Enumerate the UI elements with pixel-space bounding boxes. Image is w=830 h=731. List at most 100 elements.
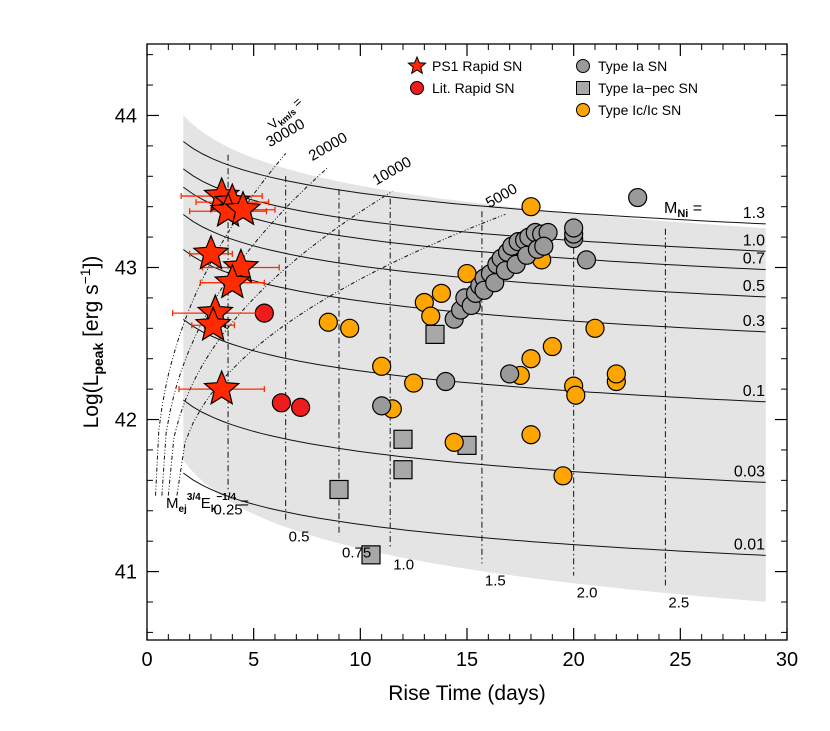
data-points-layer [171,176,648,565]
type-ic-ic-sn-point-9 [444,432,464,452]
mni-curve-2 [183,186,766,271]
velocity-curve-1 [161,166,329,496]
velocity-curve-3 [176,213,506,496]
type-ia-sn-point-24 [534,236,554,256]
mni-curve-label-1: 1.0 [743,232,765,249]
y-tick-label-1: 42 [115,410,137,432]
type-ia-pec-sn-point-4 [329,479,349,500]
ejecta-line-label-0: 0.25 [213,502,242,519]
type-ic-ic-sn-point-18 [566,385,586,405]
velocity-curve-0 [155,153,287,496]
mni-label-eq: = [688,200,702,217]
ejecta-line-label-5: 2.0 [577,585,598,602]
lit-rapid-sn-point-1 [271,393,291,413]
type-ic-ic-sn-point-7 [431,283,451,303]
type-ic-ic-sn-point-16 [553,466,573,486]
legend-marker-type-ic-ic-sn [576,103,590,117]
type-ia-sn-point-29 [628,187,648,208]
ejecta-label: Mej3/4Ek−1/4 = [166,492,249,515]
y-tick-label-3: 44 [115,105,137,127]
y-tick-label-2: 43 [115,258,137,280]
ejecta-label-esup: −1/4 [216,492,236,503]
ps1-rapid-sn-point-9 [202,369,241,405]
type-ia-pec-sn-point-5 [361,545,381,565]
mni-curve-label-3: 0.5 [743,278,765,295]
mni-label: MNi = [664,200,702,220]
shaded-band-layer [183,115,766,602]
legend-marker-type-ia-sn [576,59,590,73]
type-ic-ic-sn-point-12 [521,425,541,445]
ps1-rapid-sn-point-5 [222,247,260,284]
x-tick-label-0: 0 [141,649,152,671]
mni-label-main: M [664,200,677,217]
ejecta-label-m: M [166,495,179,512]
x-tick-label-1: 5 [248,649,259,671]
type-ic-ic-sn-point-19 [585,318,605,338]
mni-curve-label-7: 0.01 [734,536,765,553]
shaded-band [183,115,766,602]
legend-label-type-ia-pec-sn: Type Ia−pec SN [598,80,698,96]
legend-marker-ps1-rapid-sn [407,55,427,75]
ejecta-label-eq: = [236,495,249,512]
mni-curve-label-4: 0.3 [743,313,765,330]
legend-marker-type-ia-pec-sn [576,81,590,95]
ejecta-line-label-1: 0.5 [289,528,310,545]
mni-curve-0 [183,141,766,225]
legend-marker-lit-rapid-sn [410,81,424,95]
type-ia-sn-point-30 [500,364,520,384]
type-ia-sn-point-31 [436,371,456,392]
ejecta-line-label-4: 1.5 [485,573,506,590]
ps1-rapid-sn-point-6 [213,263,252,299]
type-ia-sn-point-19 [485,273,505,293]
ejecta-line-label-3: 1.0 [393,557,414,574]
mni-label-sub: Ni [677,208,688,220]
axes-layer: 0 5 10 15 20 25 30 41 42 43 44 [115,43,798,671]
x-axis-label: Rise Time (days) [388,682,546,705]
ejecta-line-label-6: 2.5 [668,594,689,611]
ejecta-label-msup: 3/4 [187,492,201,503]
velocity-curve-2 [167,191,393,496]
velocity-curves-layer [155,153,506,496]
mni-curve-label-6: 0.03 [734,463,765,480]
y-tick-label-0: 41 [115,562,137,584]
x-tick-label-5: 25 [669,649,691,671]
x-tick-label-6: 30 [776,649,798,671]
mni-curve-1 [183,168,766,252]
y-axis-label-main: Log(L [80,375,103,429]
mni-curve-label-5: 0.1 [743,383,765,400]
x-tick-label-2: 10 [349,649,371,671]
type-ic-ic-sn-point-13 [521,197,541,217]
y-axis-label-unit: [erg s [80,284,103,342]
type-ic-ic-sn-point-0 [318,312,338,332]
type-ia-sn-point-27 [564,218,584,238]
legend-label-type-ic-ic-sn: Type Ic/Ic SN [598,102,681,118]
ejecta-label-msub: ej [179,504,188,515]
type-ic-ic-sn-point-6 [421,306,441,326]
legend-label-ps1-rapid-sn: PS1 Rapid SN [432,58,522,74]
type-ia-pec-sn-point-1 [393,429,413,449]
type-ic-ic-sn-point-21 [606,364,626,384]
y-axis-label: Log(Lpeak [erg s−1]) [77,256,106,429]
ps1-rapid-sn-point-4 [192,234,230,270]
x-tick-label-3: 15 [456,649,478,671]
mni-curve-5 [183,318,766,403]
mni-curve-6 [183,399,766,483]
lit-rapid-sn-point-2 [291,397,311,417]
ejecta-label-e: E [201,495,211,512]
y-axis-label-sub: peak [90,343,106,375]
type-ic-ic-sn-point-2 [372,356,392,376]
y-axis-label-sup: −1 [77,268,93,284]
type-ia-pec-sn-point-0 [425,324,445,344]
ps1-rapid-sn-point-3 [224,190,262,226]
mni-curve-7 [183,472,766,556]
mni-curve-label-2: 0.7 [743,251,765,268]
legend-label-lit-rapid-sn: Lit. Rapid SN [432,80,514,96]
ejecta-label-esub: k [211,504,217,515]
type-ic-ic-sn-point-4 [404,373,424,393]
x-tick-label-4: 20 [563,649,585,671]
type-ia-sn-point-28 [576,250,597,270]
y-axis-label-end: ]) [80,256,103,269]
velocity-curve-label-2: 10000 [370,153,415,189]
